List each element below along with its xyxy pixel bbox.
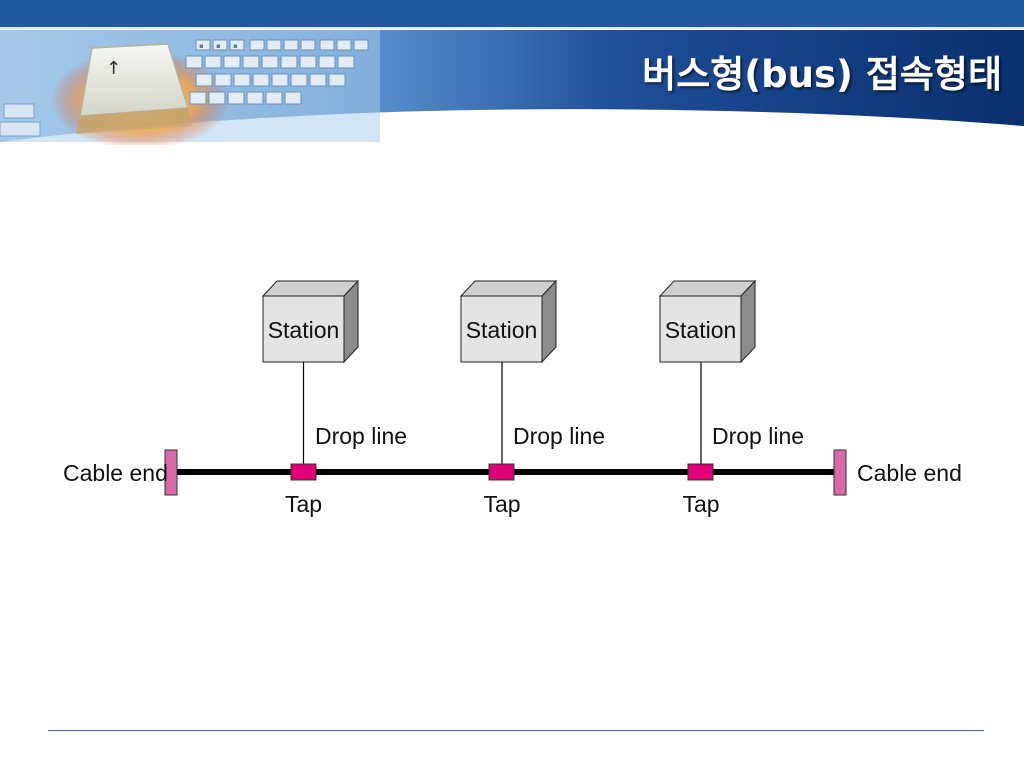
cable-end-right-label: Cable end bbox=[857, 460, 962, 486]
drop-line-2-label: Drop line bbox=[513, 423, 605, 449]
station-2-front bbox=[460, 295, 543, 363]
drop-line-1-label: Drop line bbox=[315, 423, 407, 449]
station-1-front bbox=[262, 295, 345, 363]
station-2: Station Drop line Tap bbox=[459, 279, 605, 517]
station-1: Station Drop line Tap bbox=[261, 279, 407, 517]
svg-text:▪: ▪ bbox=[233, 42, 238, 50]
station-3-side bbox=[740, 279, 756, 364]
station-1-side bbox=[343, 279, 359, 364]
tap-1-label: Tap bbox=[285, 491, 322, 517]
cable-end-right bbox=[833, 449, 847, 496]
tap-3-label: Tap bbox=[682, 491, 719, 517]
station-2-label: Station bbox=[466, 317, 538, 343]
station-3-label: Station bbox=[665, 317, 737, 343]
arrow-key-glyph: ↑ bbox=[106, 58, 121, 79]
drop-line-3-label: Drop line bbox=[712, 423, 804, 449]
tap-3 bbox=[687, 463, 714, 481]
svg-text:▪: ▪ bbox=[216, 42, 221, 50]
tap-2 bbox=[488, 463, 515, 481]
top-stripe bbox=[0, 0, 1024, 28]
slide-title: 버스형(bus) 접속형태 bbox=[642, 53, 1002, 96]
station-2-side bbox=[541, 279, 557, 364]
station-3: Station Drop line Tap bbox=[658, 279, 804, 517]
station-1-label: Station bbox=[268, 317, 340, 343]
footer-divider bbox=[48, 730, 984, 731]
tap-2-label: Tap bbox=[483, 491, 520, 517]
station-3-top bbox=[658, 280, 757, 297]
cable-end-left-label: Cable end bbox=[63, 460, 168, 486]
keyboard-image: ↑ ▪ ▪ ▪ bbox=[0, 30, 380, 145]
station-3-front bbox=[659, 295, 742, 363]
svg-text:▪: ▪ bbox=[199, 42, 204, 50]
header-banner: ↑ ▪ ▪ ▪ bbox=[0, 0, 1024, 145]
station-1-top bbox=[261, 280, 360, 297]
cable-end-left bbox=[164, 449, 178, 496]
tap-1 bbox=[290, 463, 317, 481]
station-2-top bbox=[459, 280, 558, 297]
